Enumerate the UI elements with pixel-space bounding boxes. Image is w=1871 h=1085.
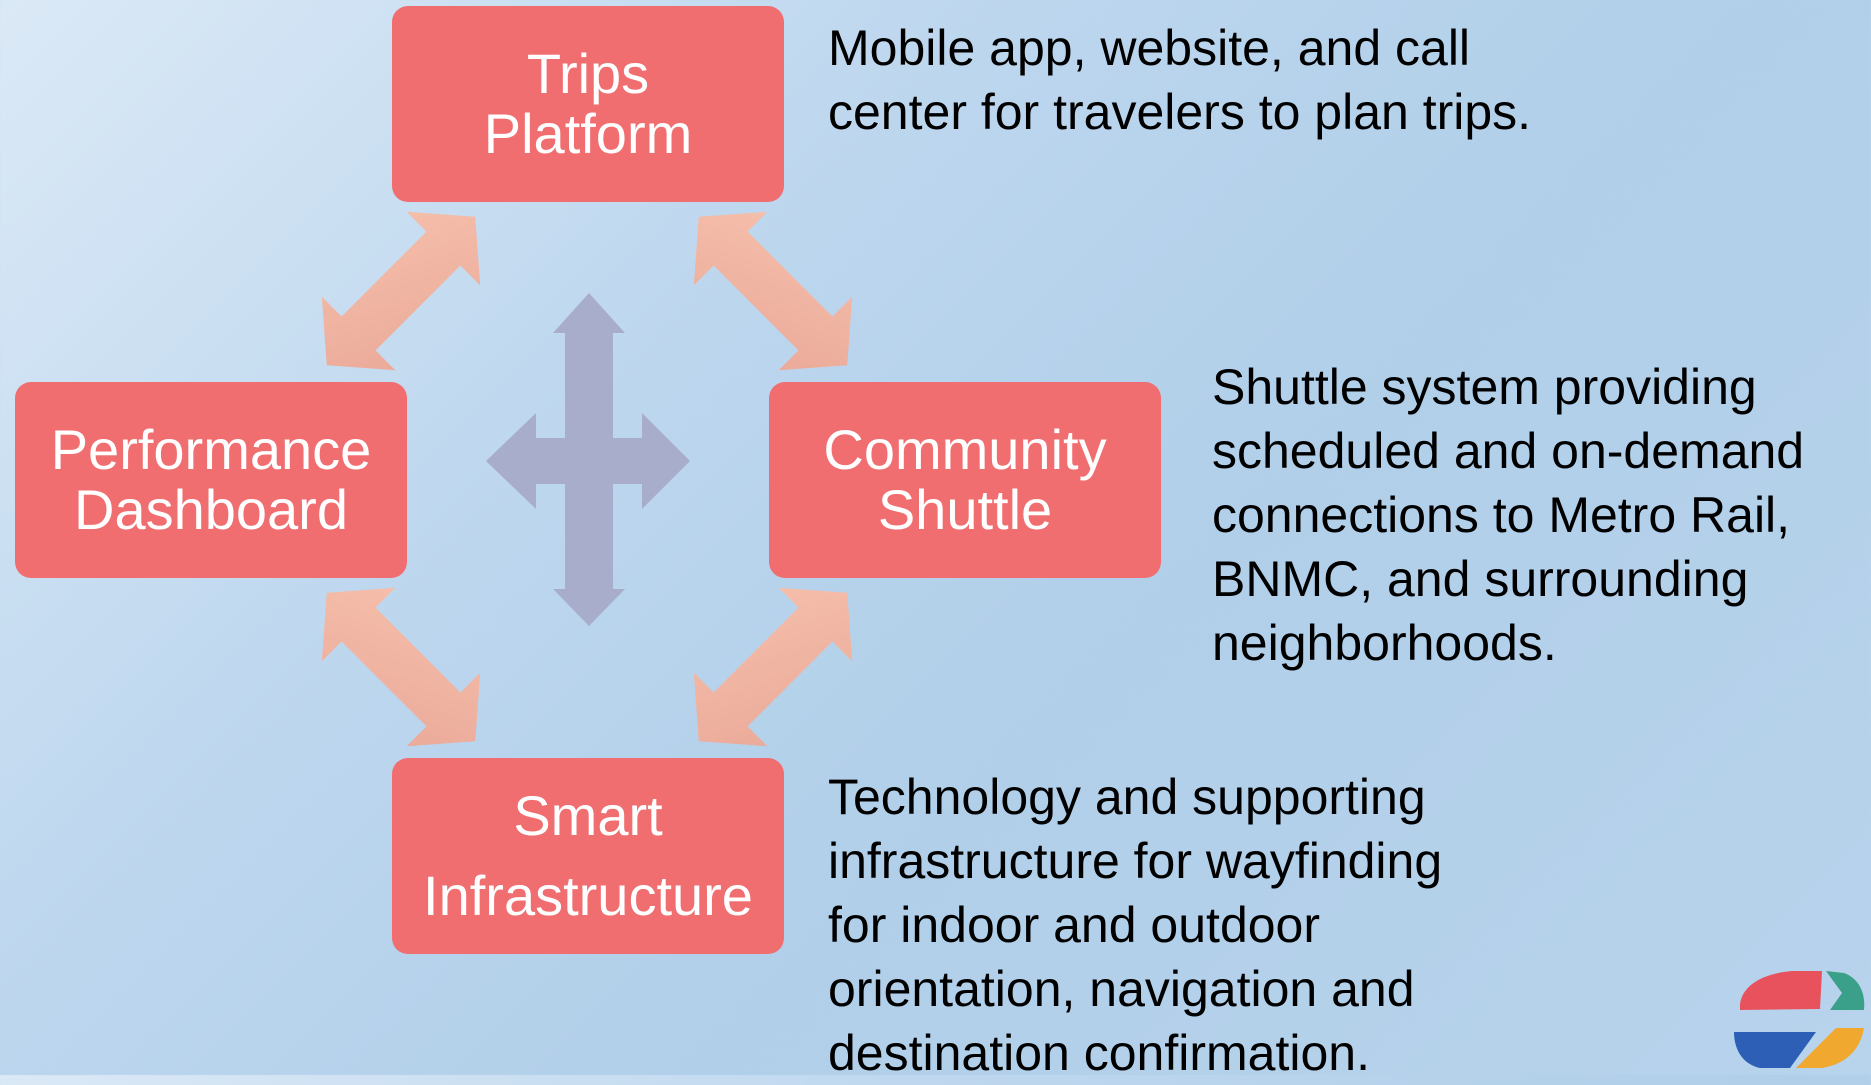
node-smart-line1: Smart xyxy=(513,784,663,847)
node-performance-line2: Dashboard xyxy=(74,478,348,541)
node-smart-line2: Infrastructure xyxy=(423,864,753,927)
arrow-performance-smart xyxy=(289,555,513,779)
node-performance-line1: Performance xyxy=(50,418,372,481)
node-trips-platform: Trips Platform xyxy=(392,6,784,202)
node-trips-line2: Platform xyxy=(483,102,693,165)
four-way-arrow-icon xyxy=(486,293,690,626)
arrow-trips-community xyxy=(661,179,885,403)
description-community-line: Shuttle system providing xyxy=(1212,359,1757,415)
node-community-shuttle: Community Shuttle xyxy=(769,382,1161,578)
node-community-line1: Community xyxy=(823,418,1107,481)
description-community-line: connections to Metro Rail, xyxy=(1212,487,1791,543)
description-trips-line: center for travelers to plan trips. xyxy=(828,84,1532,140)
description-smart-line: for indoor and outdoor xyxy=(828,897,1321,953)
description-community-line: BNMC, and surrounding xyxy=(1212,551,1749,607)
description-community-line: neighborhoods. xyxy=(1212,615,1557,671)
description-smart-line: Technology and supporting xyxy=(828,769,1426,825)
description-community: Shuttle system providing scheduled and o… xyxy=(1212,355,1804,675)
description-smart-line: infrastructure for wayfinding xyxy=(828,833,1443,889)
description-community-line: scheduled and on-demand xyxy=(1212,423,1805,479)
node-smart-infrastructure: Smart Infrastructure xyxy=(392,758,784,954)
description-smart-line: orientation, navigation and xyxy=(828,961,1415,1017)
description-smart-line: destination confirmation. xyxy=(828,1025,1370,1081)
description-trips-line: Mobile app, website, and call xyxy=(828,20,1471,76)
logo-icon xyxy=(1734,971,1865,1068)
node-trips-line1: Trips xyxy=(526,42,650,105)
description-trips: Mobile app, website, and call center for… xyxy=(828,16,1531,144)
description-smart: Technology and supporting infrastructure… xyxy=(828,765,1442,1085)
arrow-trips-performance xyxy=(289,179,513,403)
node-community-line2: Shuttle xyxy=(877,478,1053,541)
node-performance-dashboard: Performance Dashboard xyxy=(15,382,407,578)
arrow-community-smart xyxy=(661,555,885,779)
